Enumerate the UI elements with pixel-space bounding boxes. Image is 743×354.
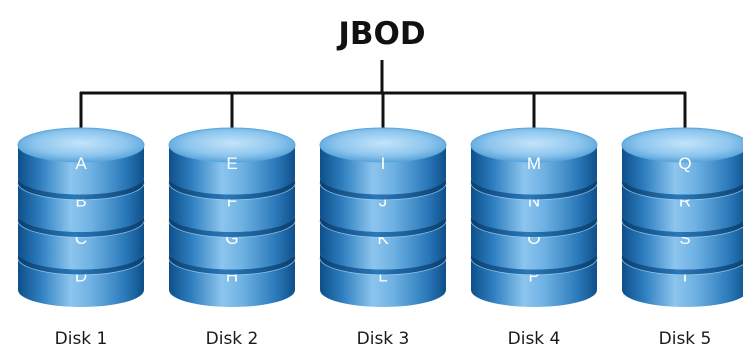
disk-label: Disk 5 bbox=[659, 329, 712, 349]
disk-label: Disk 3 bbox=[357, 329, 410, 349]
connector-lines bbox=[79, 60, 687, 142]
disk-4-block: M bbox=[470, 127, 598, 200]
block-label: B bbox=[75, 192, 86, 211]
block-label: I bbox=[381, 154, 386, 173]
block-label: M bbox=[527, 154, 541, 173]
block-label: S bbox=[679, 229, 690, 248]
disk-label: Disk 4 bbox=[508, 329, 561, 349]
block-label: J bbox=[379, 192, 388, 211]
block-label: E bbox=[226, 154, 237, 173]
disk-label: Disk 1 bbox=[55, 329, 108, 349]
disk-3-block: I bbox=[319, 127, 447, 200]
block-label: P bbox=[528, 267, 539, 286]
block-label: T bbox=[680, 267, 690, 286]
block-label: L bbox=[378, 267, 387, 286]
diagram-title: JBOD bbox=[336, 16, 425, 52]
disk-5-block: Q bbox=[621, 127, 743, 200]
block-label: A bbox=[75, 154, 87, 173]
disk-1-block: A bbox=[17, 127, 145, 200]
block-label: F bbox=[227, 192, 237, 211]
disk-2-block: E bbox=[168, 127, 296, 200]
disk-label: Disk 2 bbox=[206, 329, 259, 349]
block-label: Q bbox=[678, 154, 691, 173]
